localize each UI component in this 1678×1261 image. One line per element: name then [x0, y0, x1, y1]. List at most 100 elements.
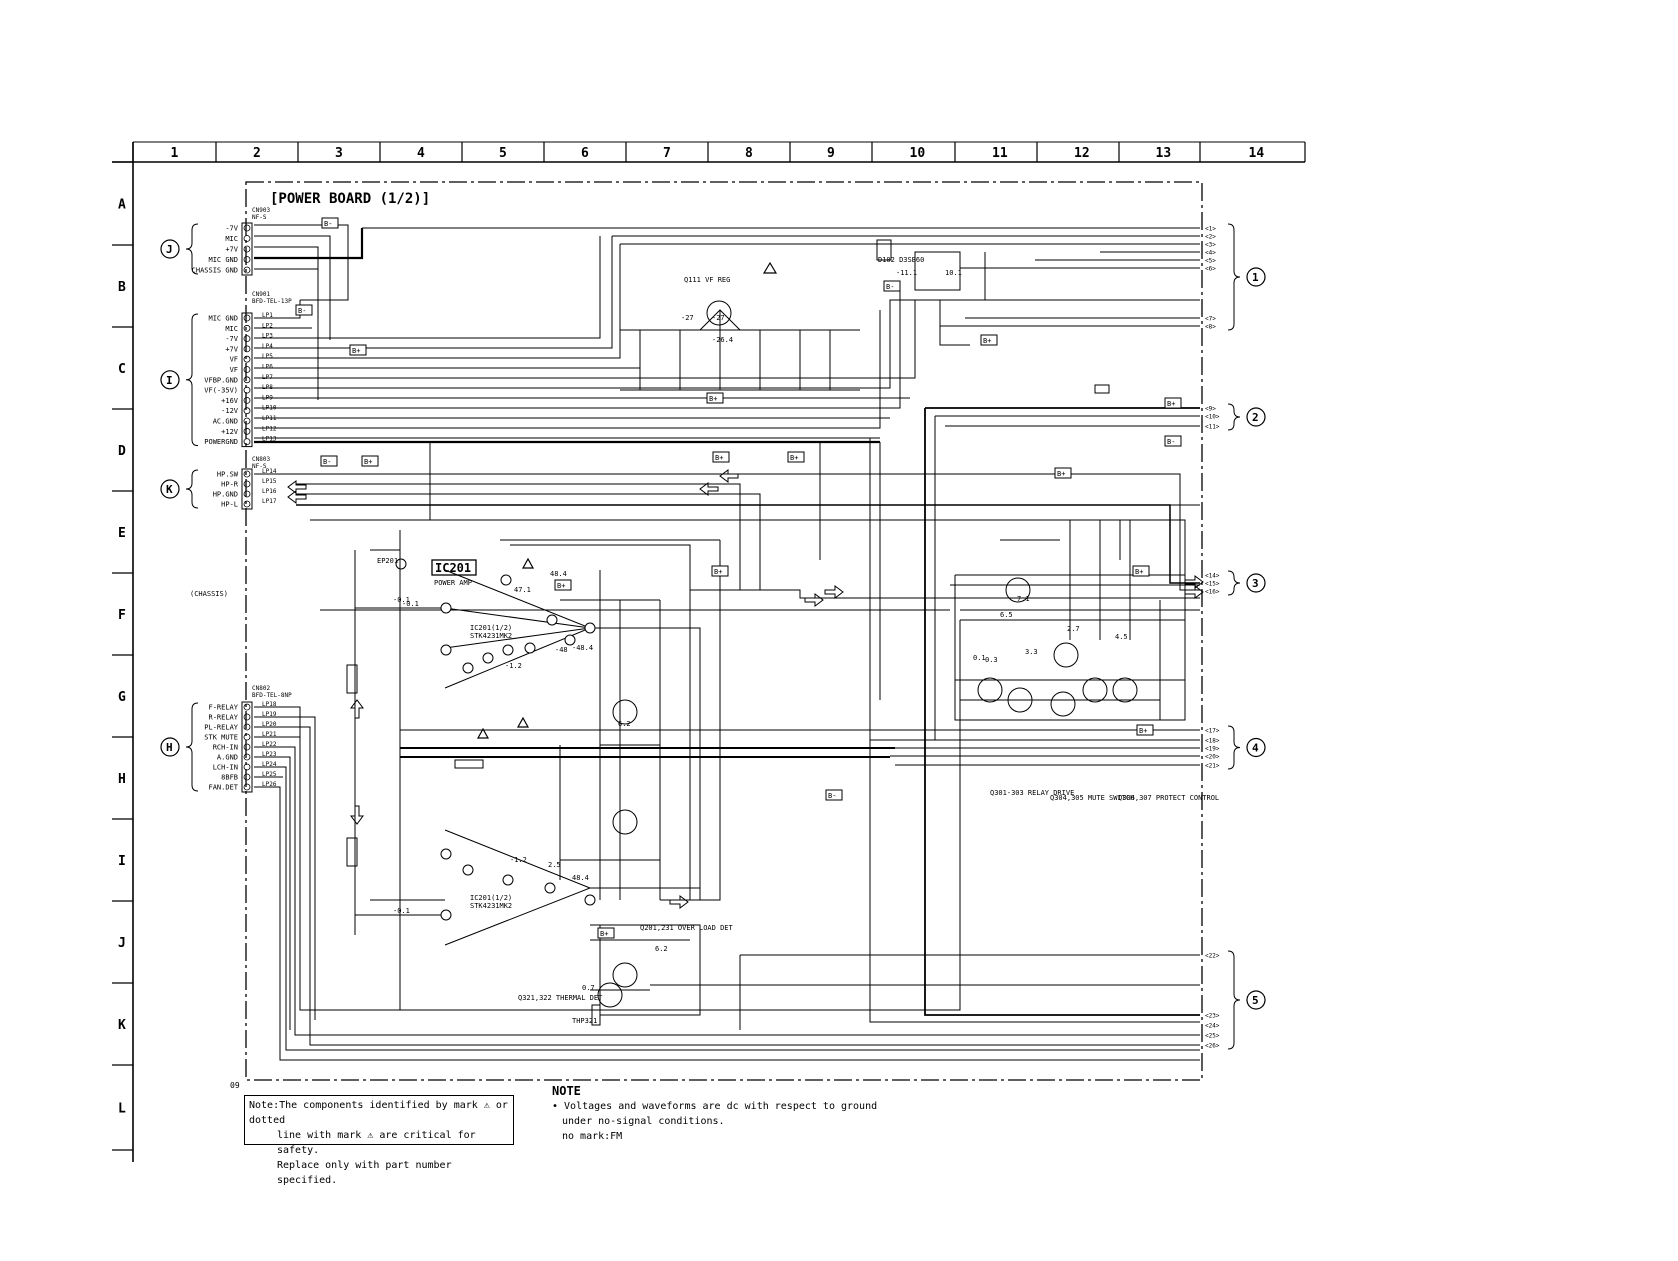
connector-pin-label: FAN.DET [208, 784, 238, 792]
b-plus-label: B+ [1167, 400, 1175, 408]
connector-badge [160, 479, 180, 499]
voltage-reading: 6.2 [618, 720, 631, 728]
net-label: LP18 [262, 701, 277, 708]
row-label: J [118, 936, 126, 951]
voltage-reading: -48 [555, 646, 568, 654]
b-plus-label: B+ [364, 458, 372, 466]
b-plus-mark [1136, 724, 1154, 736]
connector-badge [160, 239, 180, 259]
voltage-reading: 48.4 [550, 570, 567, 578]
connector-pin-label: VFBP.GND [204, 376, 238, 384]
net-label: LP4 [262, 343, 273, 350]
voltage-reading: 4.5 [1115, 633, 1128, 641]
connector-brace [185, 702, 199, 792]
group-brace [1227, 403, 1241, 431]
edge-connector-pin: <4> [1205, 250, 1216, 257]
connector-pin [243, 335, 251, 343]
edge-connector-pin: <22> [1205, 953, 1220, 960]
connector-brace [185, 223, 199, 275]
voltage-reading: -11.1 [896, 269, 917, 277]
connector-pin [243, 355, 251, 363]
ic-part1: STK4231MK2 [470, 632, 512, 640]
ic-pin [546, 614, 558, 626]
connector-pin-label: POWERGND [204, 438, 238, 446]
connector-brace [185, 469, 199, 509]
connector-pin [243, 480, 251, 488]
b-plus-label: B+ [790, 454, 798, 462]
b-plus-mark [554, 579, 572, 591]
connector-pin-label: A.GND [217, 754, 238, 762]
b-plus-mark [1132, 565, 1150, 577]
b-plus-label: B+ [715, 454, 723, 462]
connector-label: J [166, 243, 173, 256]
connector-pin-label: -7V [225, 335, 238, 343]
row-label: K [118, 1018, 126, 1033]
connector-pin [243, 470, 251, 478]
connector-pin-label: +12V [221, 428, 239, 436]
row-label: L [118, 1102, 126, 1117]
edge-connector-pin: <8> [1205, 324, 1216, 331]
col-label: 6 [581, 146, 589, 161]
b-plus-label: B+ [557, 582, 565, 590]
connector-pin-label: VF [230, 356, 238, 364]
edge-connector-pin: <9> [1205, 406, 1216, 413]
connector-pin [243, 266, 251, 274]
safety-note-line3: Replace only with part number specified. [277, 1160, 452, 1186]
row-label: E [118, 526, 126, 541]
b-plus-mark [349, 344, 367, 356]
ic-pin [440, 644, 452, 656]
connector-pin [243, 245, 251, 253]
connector-pin-label: MIC [225, 235, 238, 243]
q201-label: Q201,231 OVER LOAD DET [640, 924, 734, 932]
b-plus-mark [711, 565, 729, 577]
ic-sub1: IC201(1/2) [470, 624, 512, 632]
connector-body [241, 468, 253, 510]
connector-pin [243, 733, 251, 741]
d102-label: D102 D3SB60 [878, 256, 924, 264]
connector-pin [243, 427, 251, 435]
row-label: F [118, 608, 126, 623]
net-label: LP14 [262, 468, 277, 475]
row-label: H [118, 772, 126, 787]
group-number: 3 [1252, 577, 1259, 590]
connector-pin-label: -7V [225, 225, 238, 233]
connector-pin-label: +7V [225, 246, 238, 254]
b-plus-mark [980, 334, 998, 346]
edge-connector-pin: <7> [1205, 316, 1216, 323]
edge-connector-pin: <15> [1205, 581, 1220, 588]
edge-connector-pin: <23> [1205, 1013, 1220, 1020]
connector-pin [243, 753, 251, 761]
connector-pin-label: CHASSIS GND [192, 267, 238, 275]
q304-label: Q304,305 MUTE SWITCH [1050, 794, 1134, 802]
connector-pin [243, 703, 251, 711]
group-brace [1227, 570, 1241, 596]
connector-pin-label: F-RELAY [208, 704, 238, 712]
connector-brace [185, 313, 199, 447]
voltage-reading: -26.4 [712, 336, 733, 344]
net-label: LP16 [262, 488, 277, 495]
safety-marks [476, 261, 778, 739]
edge-connector-pin: <19> [1205, 746, 1220, 753]
edge-connector-pin: <25> [1205, 1033, 1220, 1040]
edge-connector-pin: <11> [1205, 424, 1220, 431]
connector-pin-label: R-RELAY [208, 714, 238, 722]
ic-pin [584, 894, 596, 906]
ic-part2: STK4231MK2 [470, 902, 512, 910]
net-label: LP25 [262, 771, 277, 778]
b-minus-label: B- [324, 220, 332, 228]
wiring [254, 224, 1200, 1061]
ic-pin [440, 909, 452, 921]
group-number: 5 [1252, 994, 1259, 1007]
b-minus-label: B- [298, 307, 306, 315]
safety-note-line1: Note:The components identified by mark ⚠… [249, 1100, 508, 1126]
ic-pin [544, 882, 556, 894]
edge-connector-pin: <24> [1205, 1023, 1220, 1030]
connector-pin-label: VF(-35V) [204, 387, 238, 395]
row-label: G [118, 690, 126, 705]
col-label: 2 [253, 146, 261, 161]
connector-pin-label: STK MUTE [204, 734, 238, 742]
connector-label: H [166, 741, 173, 754]
b-plus-mark [597, 927, 615, 939]
connector-ref: CN803 [252, 456, 270, 463]
